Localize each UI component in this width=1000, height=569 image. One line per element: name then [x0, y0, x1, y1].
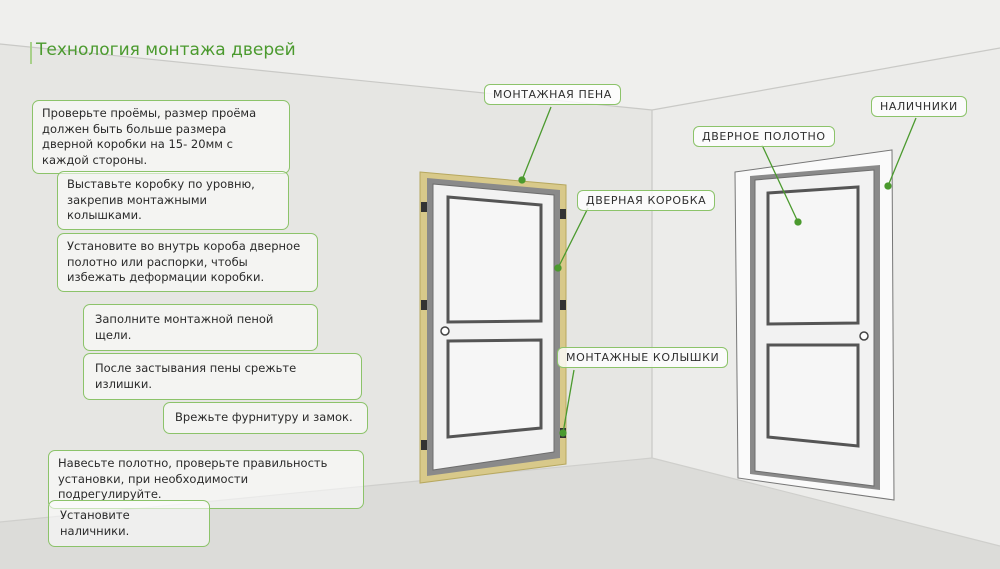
leader-line-frame	[557, 207, 589, 269]
callout-frame: ДВЕРНАЯ КОРОБКА	[577, 190, 716, 211]
title-accent-bar	[30, 42, 32, 64]
step-5: После застывания пены срежьте излишки.	[83, 353, 362, 400]
wedge	[560, 300, 566, 310]
step-2: Выставьте коробку по уровню, закрепив мо…	[57, 171, 289, 230]
lower-panel	[446, 338, 543, 439]
door-with-frame-and-foam	[419, 171, 567, 484]
leader-line-leaf	[761, 144, 799, 223]
step-3: Установите во внутрь короба дверное поло…	[57, 233, 318, 292]
wedge	[421, 300, 427, 310]
callout-leaf: ДВЕРНОЕ ПОЛОТНО	[693, 126, 835, 147]
upper-panel	[446, 195, 543, 324]
step-4: Заполните монтажной пеной щели.	[83, 304, 318, 351]
step-6: Врежьте фурнитуру и замок.	[163, 402, 368, 434]
leader-line-trim	[887, 117, 917, 187]
ceiling	[0, 0, 1000, 110]
wedge	[421, 440, 427, 450]
lower-panel	[766, 343, 860, 448]
callout-trim: НАЛИЧНИКИ	[871, 96, 967, 117]
callout-foam: МОНТАЖНАЯ ПЕНА	[484, 84, 621, 105]
leader-line-foam	[521, 106, 552, 181]
step-1: Проверьте проёмы, размер проёма должен б…	[32, 100, 290, 174]
floor	[0, 458, 1000, 569]
step-8: Установите наличники.	[48, 500, 210, 547]
leader-line-wedges	[562, 369, 575, 434]
callout-wedges: МОНТАЖНЫЕ КОЛЫШКИ	[557, 347, 729, 368]
door-knob	[440, 326, 450, 336]
page-title: Технология монтажа дверей	[36, 40, 296, 60]
upper-panel	[766, 185, 860, 326]
step-7: Навесьте полотно, проверьте правильность…	[48, 450, 364, 509]
door-knob	[859, 331, 869, 341]
wedge	[560, 209, 566, 219]
door-with-trim	[734, 149, 895, 501]
wedge	[421, 202, 427, 212]
